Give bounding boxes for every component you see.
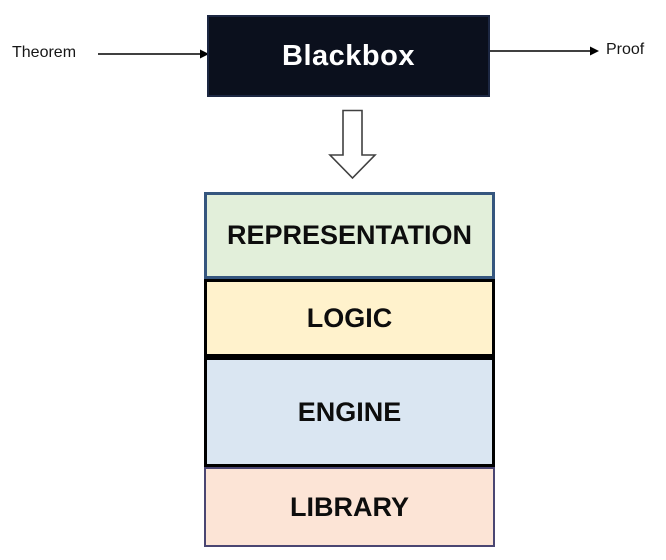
layer-library-label: LIBRARY <box>290 491 409 522</box>
theorem-label: Theorem <box>12 44 77 61</box>
blackbox-node: Blackbox <box>207 15 490 97</box>
down-arrow-icon <box>328 109 377 180</box>
layer-stack: REPRESENTATION LOGIC ENGINE LIBRARY <box>204 192 495 547</box>
layer-engine-label: ENGINE <box>297 396 402 427</box>
down-arrow-shape <box>328 109 377 180</box>
arrow-head-icon <box>200 49 209 59</box>
layer-representation-label: REPRESENTATION <box>226 220 473 250</box>
theorem-to-blackbox-arrow <box>98 49 209 59</box>
layer-library: LIBRARY <box>204 467 495 547</box>
blackbox-label: Blackbox <box>282 39 415 72</box>
proof-label: Proof <box>606 41 645 58</box>
layer-engine: ENGINE <box>204 357 495 467</box>
arrow-head-icon <box>590 46 599 56</box>
layer-logic: LOGIC <box>204 279 495 357</box>
layer-logic-label: LOGIC <box>306 302 393 333</box>
layer-representation: REPRESENTATION <box>204 192 495 279</box>
blackbox-to-proof-arrow <box>490 46 599 56</box>
